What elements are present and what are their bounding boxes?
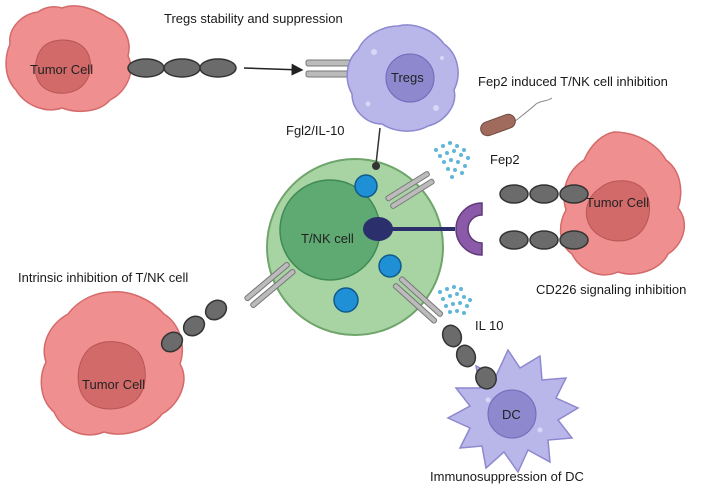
receptor-top-right xyxy=(385,171,435,209)
granule xyxy=(354,174,378,198)
receptor-left xyxy=(244,261,296,309)
dc-cell: DC xyxy=(446,348,580,474)
dc-label: DC xyxy=(502,407,521,422)
tregs-cell: Tregs xyxy=(346,24,459,132)
cd226-receptor-head xyxy=(363,217,393,241)
dc-bead xyxy=(475,366,497,390)
label-tregs-stability: Tregs stability and suppression xyxy=(164,11,343,26)
granule xyxy=(333,287,359,313)
tumor-cell-right: Tumor Cell xyxy=(559,131,686,276)
label-il10: IL 10 xyxy=(475,318,503,333)
arrow-to-tregs xyxy=(243,63,304,76)
tumor-cell-label: Tumor Cell xyxy=(30,62,93,77)
dots-cluster-top xyxy=(434,141,470,179)
label-immunosuppression-dc: Immunosuppression of DC xyxy=(430,469,584,484)
bead-chain-top xyxy=(127,58,237,78)
bacterium-icon xyxy=(480,97,553,137)
tumor-cell-label: Tumor Cell xyxy=(586,195,649,210)
label-intrinsic-inhibition: Intrinsic inhibition of T/NK cell xyxy=(18,270,188,285)
bead-chain-bottom-left xyxy=(160,299,228,353)
purple-c-receptor xyxy=(455,202,483,256)
label-fep2-induced: Fep2 induced T/NK cell inhibition xyxy=(478,74,668,89)
tnk-cell-label: T/NK cell xyxy=(301,231,354,246)
tregs-label: Tregs xyxy=(391,70,424,85)
label-fep2: Fep2 xyxy=(490,152,520,167)
receptor-bottom-right xyxy=(392,276,444,324)
bead-chain-right-upper xyxy=(499,184,589,204)
dots-cluster-bottom xyxy=(438,285,472,315)
tumor-cell-top-left: Tumor Cell xyxy=(5,5,132,113)
bead-chain-dc xyxy=(441,324,477,368)
bead-chain-right-lower xyxy=(499,230,589,250)
label-fgl2-il10: Fgl2/IL-10 xyxy=(286,123,345,138)
tregs-to-tnk-dot xyxy=(372,162,380,170)
label-cd226-inhibition: CD226 signaling inhibition xyxy=(536,282,686,297)
tumor-cell-label: Tumor Cell xyxy=(82,377,145,392)
granule xyxy=(378,254,402,278)
tumor-cell-bottom-left: Tumor Cell xyxy=(40,291,185,436)
tregs-to-tnk-line xyxy=(375,127,381,165)
